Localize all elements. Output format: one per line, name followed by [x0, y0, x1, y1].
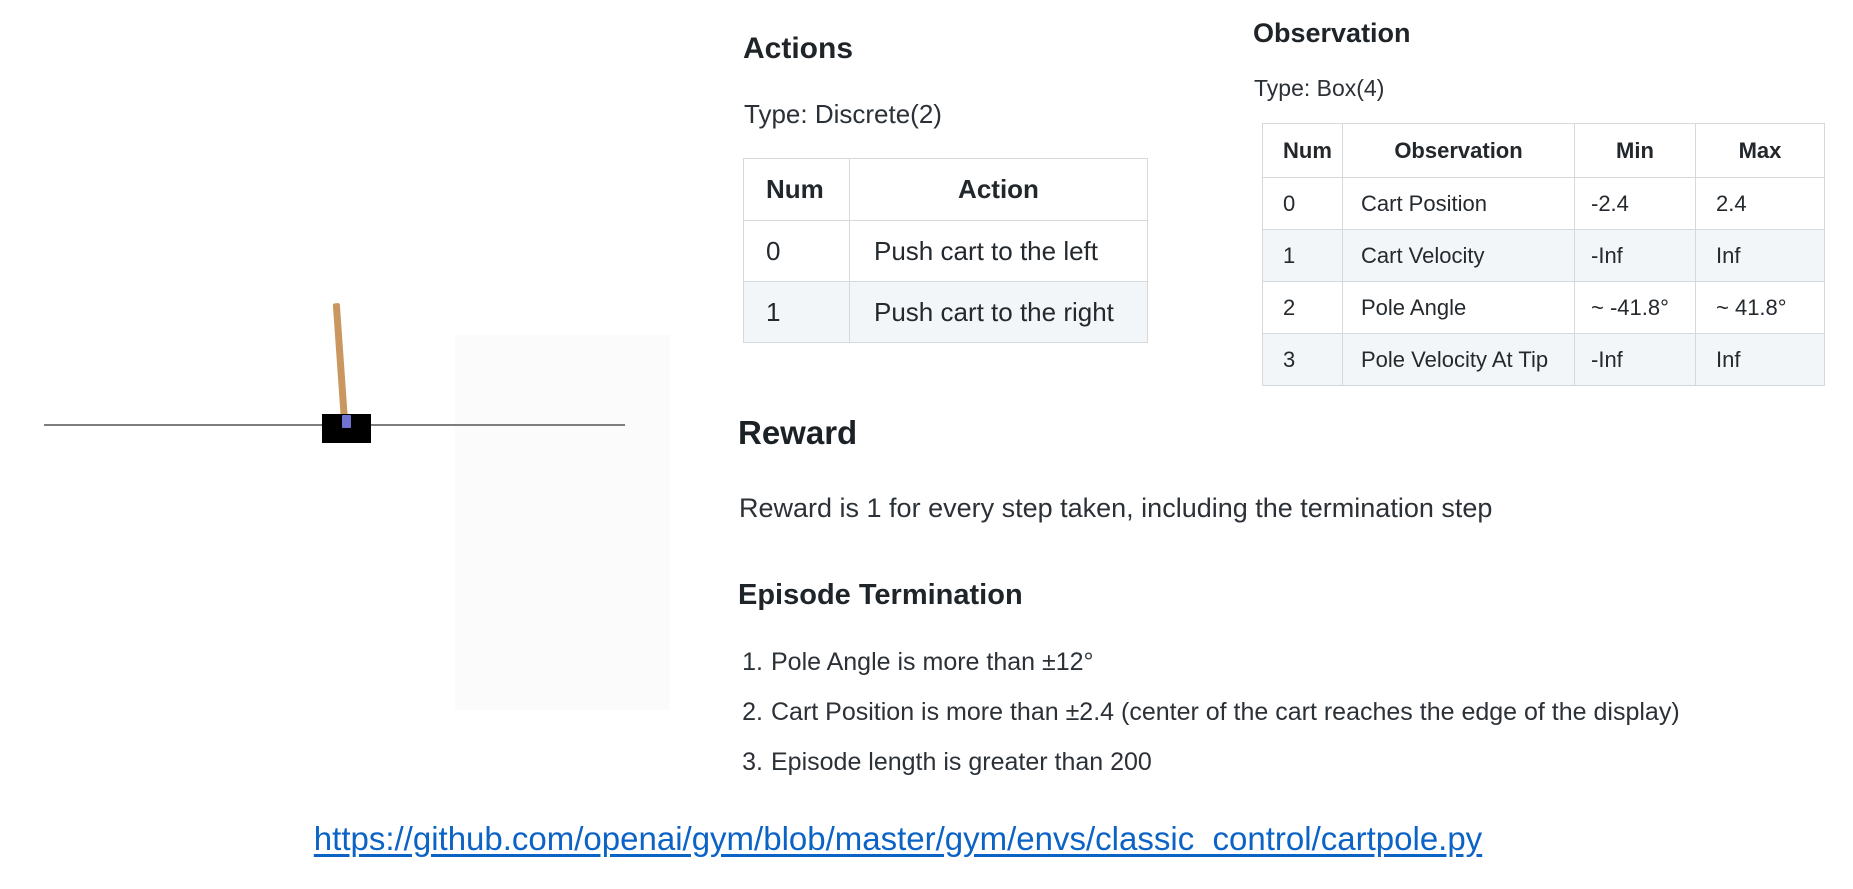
obs-cell: 2 [1262, 281, 1343, 334]
actions-type-label: Type: Discrete(2) [744, 99, 942, 129]
figure-background-region [455, 335, 670, 710]
table-row: 0 Cart Position -2.4 2.4 [1262, 177, 1825, 230]
obs-cell: -Inf [1574, 229, 1696, 282]
actions-cell-num: 1 [743, 281, 850, 343]
obs-cell: Inf [1695, 229, 1825, 282]
list-item-text: Cart Position is more than ±2.4 (center … [771, 698, 1680, 726]
table-row: 1 Cart Velocity -Inf Inf [1262, 229, 1825, 282]
observation-table: Num Observation Min Max 0 Cart Position … [1262, 123, 1825, 386]
actions-header-num: Num [743, 158, 850, 221]
obs-cell: Cart Velocity [1342, 229, 1575, 282]
actions-title: Actions [743, 32, 854, 65]
reward-title: Reward [738, 414, 858, 451]
cartpole-pole [332, 303, 348, 422]
cartpole-axle [342, 415, 351, 428]
list-item-text: Episode length is greater than 200 [771, 748, 1152, 776]
list-item: Episode length is greater than 200 [723, 748, 1843, 777]
obs-cell: Pole Velocity At Tip [1342, 333, 1575, 386]
table-row: 2 Pole Angle ~ -41.8° ~ 41.8° [1262, 281, 1825, 334]
actions-cell-action: Push cart to the right [849, 281, 1148, 343]
actions-cell-action: Push cart to the left [849, 220, 1148, 282]
list-item-text: Pole Angle is more than ±12° [771, 648, 1094, 676]
obs-cell: 3 [1262, 333, 1343, 386]
table-row: 3 Pole Velocity At Tip -Inf Inf [1262, 333, 1825, 386]
source-link[interactable]: https://github.com/openai/gym/blob/maste… [313, 820, 1483, 857]
obs-cell: ~ 41.8° [1695, 281, 1825, 334]
obs-cell: Inf [1695, 333, 1825, 386]
table-row: 1 Push cart to the right [743, 281, 1148, 343]
table-row: 0 Push cart to the left [743, 220, 1148, 282]
observation-header-observation: Observation [1342, 123, 1575, 178]
observation-title: Observation [1253, 18, 1411, 48]
obs-cell: 1 [1262, 229, 1343, 282]
list-item: Cart Position is more than ±2.4 (center … [723, 698, 1843, 727]
actions-header-action: Action [849, 158, 1148, 221]
obs-cell: Pole Angle [1342, 281, 1575, 334]
reward-description: Reward is 1 for every step taken, includ… [739, 493, 1493, 523]
observation-header-num: Num [1262, 123, 1343, 178]
episode-termination-list: Pole Angle is more than ±12° Cart Positi… [723, 648, 1843, 798]
actions-table: Num Action 0 Push cart to the left 1 Pus… [743, 158, 1148, 343]
actions-table-header-row: Num Action [743, 158, 1148, 221]
observation-header-min: Min [1574, 123, 1696, 178]
obs-cell: 0 [1262, 177, 1343, 230]
source-link-container: https://github.com/openai/gym/blob/maste… [0, 820, 1796, 858]
obs-cell: ~ -41.8° [1574, 281, 1696, 334]
obs-cell: 2.4 [1695, 177, 1825, 230]
list-item: Pole Angle is more than ±12° [723, 648, 1843, 677]
obs-cell: -2.4 [1574, 177, 1696, 230]
obs-cell: Cart Position [1342, 177, 1575, 230]
episode-termination-title: Episode Termination [738, 579, 1023, 611]
observation-table-header-row: Num Observation Min Max [1262, 123, 1825, 178]
actions-cell-num: 0 [743, 220, 850, 282]
observation-header-max: Max [1695, 123, 1825, 178]
obs-cell: -Inf [1574, 333, 1696, 386]
observation-type-label: Type: Box(4) [1254, 75, 1385, 101]
